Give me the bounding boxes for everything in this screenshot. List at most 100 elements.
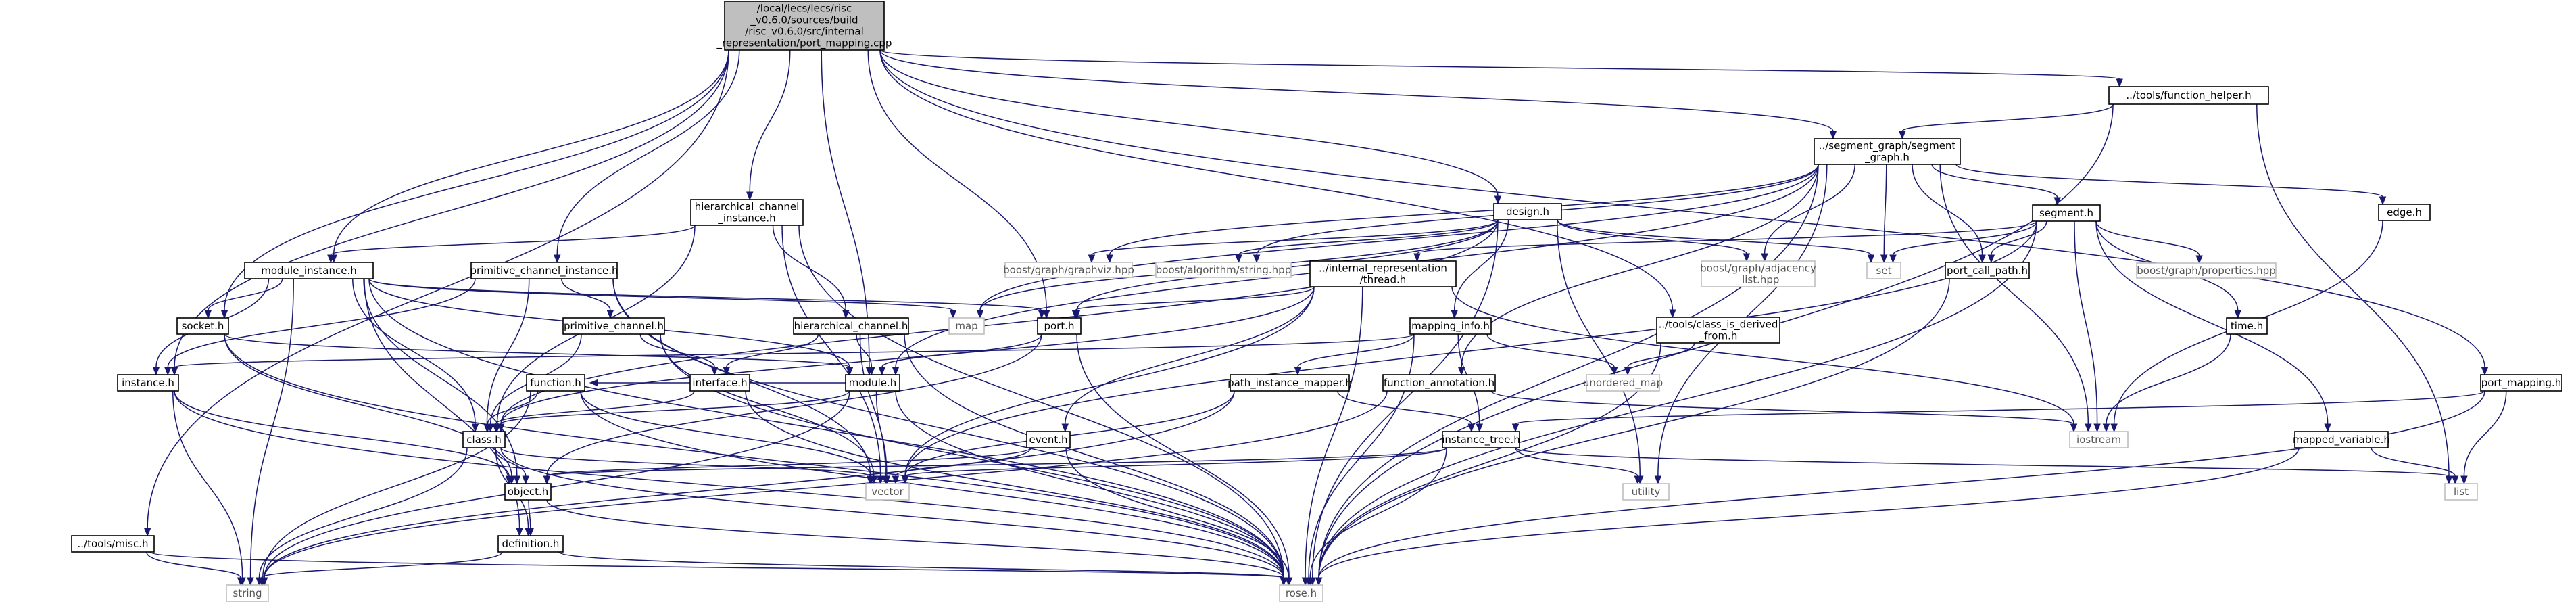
edge-arrowhead <box>143 528 151 537</box>
node-thread[interactable]: ../internal_representation/thread.h <box>1309 260 1457 287</box>
node-box <box>2480 374 2562 392</box>
edge-interface-to-rose <box>745 390 1288 586</box>
edge-line <box>2256 103 2450 477</box>
edge-line <box>1318 220 2037 578</box>
node-misc[interactable]: ../tools/misc.h <box>71 535 155 553</box>
node-box <box>504 483 552 501</box>
edge-line <box>264 390 850 578</box>
node-socket[interactable]: socket.h <box>176 317 229 335</box>
node-port[interactable]: port.h <box>1037 317 1082 335</box>
node-mapping-info[interactable]: mapping_info.h <box>1409 317 1492 335</box>
edge-segment_graph-to-graphviz <box>1106 164 1819 264</box>
edge-line <box>979 164 1819 311</box>
edge-line <box>368 278 1284 578</box>
node-module[interactable]: module.h <box>845 374 900 392</box>
node-class[interactable]: class.h <box>462 431 506 448</box>
edge-root-to-design <box>879 49 1502 205</box>
node-port-call-path[interactable]: port_call_path.h <box>1945 262 2030 279</box>
edge-line <box>2371 447 2456 477</box>
edge-line <box>1318 390 2485 578</box>
node-box <box>865 483 910 501</box>
edge-line <box>2106 333 2231 425</box>
node-label: _instance.h <box>717 212 775 225</box>
node-event[interactable]: event.h <box>1026 431 1071 448</box>
node-function-helper[interactable]: ../tools/function_helper.h <box>2108 86 2269 105</box>
edge-hier_chan-to-rose <box>904 333 1288 586</box>
edge-arrowhead <box>1669 309 1676 319</box>
node-label: path_instance_mapper.h <box>1228 377 1352 390</box>
edge-line <box>546 499 1284 578</box>
node-mapped-variable[interactable]: mapped_variable.h <box>2293 431 2390 448</box>
edge-arrowhead <box>2116 78 2123 88</box>
node-set: set <box>1866 262 1901 279</box>
edge-function-to-rose <box>580 390 1288 586</box>
node-root[interactable]: /local/lecs/lecs/risc_v0.6.0/sources/bui… <box>716 1 892 51</box>
node-port-mapping[interactable]: port_mapping.h <box>2480 374 2562 392</box>
node-module-instance[interactable]: module_instance.h <box>244 262 374 279</box>
edge-line <box>821 49 870 368</box>
node-box <box>244 262 374 279</box>
node-box <box>689 374 750 392</box>
edge-line <box>558 551 1284 578</box>
edge-line <box>1486 333 1615 368</box>
edge-arrowhead <box>866 475 874 485</box>
edge-root-to-class_is_derived <box>879 49 1676 319</box>
node-label: _v0.6.0/sources/build <box>750 14 858 27</box>
node-prim-chan[interactable]: primitive_channel.h <box>562 317 665 335</box>
node-hier-chan[interactable]: hierarchical_channel.h <box>793 317 909 335</box>
node-class-is-derived[interactable]: ../tools/class_is_derived_from.h <box>1656 317 1780 344</box>
node-hier-chan-inst[interactable]: hierarchical_channel_instance.h <box>690 199 804 226</box>
node-time[interactable]: time.h <box>2226 317 2268 335</box>
node-box <box>1945 262 2030 279</box>
node-prim-chan-inst[interactable]: primitive_channel_instance.h <box>470 262 618 279</box>
edge-socket-to-rose <box>224 333 1288 586</box>
node-instance[interactable]: instance.h <box>117 374 179 392</box>
node-segment[interactable]: segment.h <box>2032 204 2101 222</box>
edge-arrowhead <box>846 367 854 376</box>
node-definition[interactable]: definition.h <box>497 535 564 553</box>
edge-line <box>364 278 520 529</box>
node-function-annotation[interactable]: function_annotation.h <box>1382 374 1496 392</box>
edge-segment_graph-to-edge <box>1955 164 2387 206</box>
edge-line <box>745 390 1284 578</box>
edge-module-to-class <box>497 390 850 433</box>
edge-root-to-function_helper <box>879 49 2123 88</box>
edge-segment-to-mapped_variable <box>2095 220 2331 433</box>
edge-line <box>1901 103 2114 132</box>
edge-arrowhead <box>606 310 614 319</box>
edge-line <box>174 390 510 477</box>
node-path-inst-mapper[interactable]: path_instance_mapper.h <box>1228 374 1352 392</box>
edge-arrowhead <box>513 475 521 485</box>
edge-line <box>1883 164 1887 256</box>
node-function[interactable]: function.h <box>526 374 585 392</box>
edge-segment-to-set <box>1889 220 2037 264</box>
node-box <box>1656 317 1780 344</box>
node-interface[interactable]: interface.h <box>689 374 750 392</box>
edge-event-to-rose <box>1065 447 1292 586</box>
edge-function_helper-to-rose <box>1315 103 2114 586</box>
edge-arrowhead <box>2195 255 2203 264</box>
node-box <box>71 535 155 553</box>
edge-line <box>208 278 283 311</box>
node-box <box>226 584 269 602</box>
node-label: port_call_path.h <box>1947 264 2028 277</box>
node-object[interactable]: object.h <box>504 483 552 501</box>
node-label: boost/graph/adjacency <box>1700 262 1816 275</box>
edge-line <box>875 390 888 477</box>
node-box <box>2226 317 2268 335</box>
edge-segment_graph-to-segment <box>1931 164 2061 206</box>
edge-mapping_info-to-instance <box>170 333 1415 376</box>
node-design[interactable]: design.h <box>1493 203 1562 220</box>
node-instance-tree[interactable]: instance_tree.h <box>1442 431 1520 448</box>
node-box <box>497 535 564 553</box>
node-box <box>1493 203 1562 220</box>
edge-arrowhead <box>892 475 900 485</box>
edge-line <box>500 390 850 425</box>
edge-arrowhead <box>1829 131 1837 140</box>
edge-hier_chan-to-interface <box>723 333 819 376</box>
edge-line <box>904 333 1284 578</box>
node-edge[interactable]: edge.h <box>2378 204 2431 221</box>
node-segment-graph[interactable]: ../segment_graph/segment_graph.h <box>1814 138 1961 165</box>
node-map: map <box>948 317 985 335</box>
edge-line <box>1451 286 2074 425</box>
